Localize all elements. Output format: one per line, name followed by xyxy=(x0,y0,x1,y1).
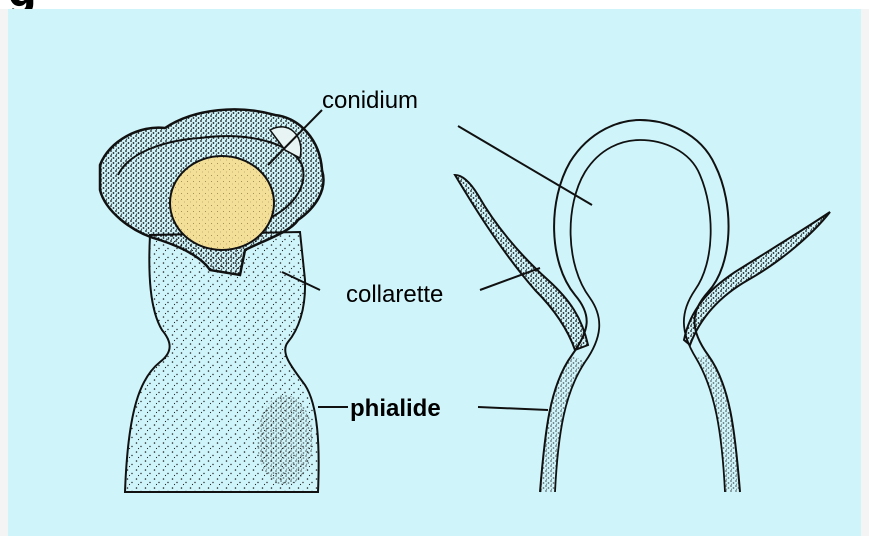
label-conidium: conidium xyxy=(322,87,418,114)
conidium-leader-right xyxy=(458,126,592,205)
phialide-leader-right xyxy=(478,407,548,410)
label-collarette: collarette xyxy=(346,281,443,308)
phialide-shading xyxy=(257,395,313,485)
label-phialide: phialide xyxy=(350,395,441,422)
right-collarette-right-wing xyxy=(684,212,830,345)
conidium-sphere xyxy=(170,156,274,250)
right-collarette-left-wing xyxy=(455,175,588,350)
